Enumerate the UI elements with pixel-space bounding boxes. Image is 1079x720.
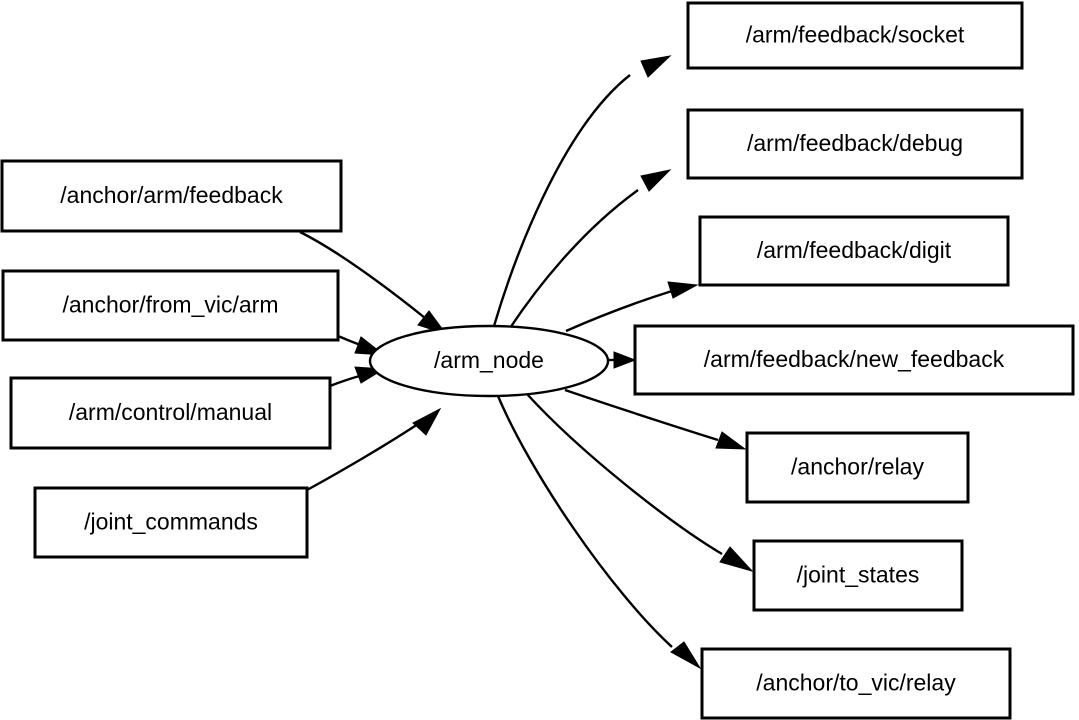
subscriber-topic-label: /joint_states [797, 562, 920, 588]
subscriber-topic-box[interactable] [698, 215, 1010, 287]
subscriber-topic-box[interactable] [700, 647, 1012, 720]
subscriber-topic-2[interactable]: /arm/feedback/digit [698, 215, 1010, 287]
arm-node-label: /arm_node [434, 347, 544, 373]
subscriber-topic-1[interactable]: /arm/feedback/debug [686, 108, 1024, 180]
arrowhead-icon [719, 546, 754, 572]
outgoing-edge-line [565, 289, 673, 333]
subscriber-topic-box[interactable] [752, 539, 964, 612]
subscriber-topic-label: /arm/feedback/new_feedback [704, 346, 1005, 372]
subscriber-topic-4[interactable]: /anchor/relay [745, 431, 970, 504]
outgoing-edge-0 [492, 55, 672, 327]
subscriber-topic-label: /arm/feedback/debug [747, 130, 963, 156]
subscriber-topic-label: /arm/feedback/socket [746, 22, 965, 48]
outgoing-edge-line [492, 74, 631, 327]
publisher-topic-label: /anchor/arm/feedback [60, 182, 283, 208]
subscriber-topic-0[interactable]: /arm/feedback/socket [686, 1, 1024, 70]
subscriber-topic-group: /arm/feedback/socket/arm/feedback/debug /… [633, 1, 1075, 720]
arrowhead-icon [715, 431, 747, 450]
publisher-topic-label: /anchor/from_vic/arm [62, 292, 278, 318]
outgoing-edge-5 [526, 393, 754, 572]
subscriber-topic-box[interactable] [745, 431, 970, 504]
outgoing-edge-line [564, 388, 719, 442]
outgoing-edge-2 [565, 281, 699, 333]
arrowhead-icon [640, 169, 672, 192]
subscriber-topic-3[interactable]: /arm/feedback/new_feedback [633, 324, 1075, 396]
incoming-edge-3 [306, 407, 442, 492]
arrowhead-icon [670, 641, 702, 670]
publisher-topic-box[interactable] [0, 159, 343, 233]
arrowhead-icon [640, 55, 672, 78]
subscriber-topic-box[interactable] [633, 324, 1075, 396]
outgoing-edge-1 [509, 169, 672, 329]
subscriber-topic-label: /anchor/relay [791, 454, 924, 480]
publisher-topic-0[interactable]: /anchor/arm/feedback [0, 159, 343, 233]
publisher-topic-label: /joint_commands [84, 509, 258, 535]
subscriber-topic-box[interactable] [686, 1, 1024, 70]
incoming-edge-line [329, 373, 364, 388]
center-node-group[interactable]: /arm_node [368, 324, 610, 398]
publisher-topic-box[interactable] [1, 269, 340, 342]
outgoing-edge-line [509, 189, 639, 329]
outgoing-edge-line [496, 395, 673, 648]
arrowhead-icon [412, 407, 442, 436]
publisher-topic-2[interactable]: /arm/control/manual [9, 376, 332, 450]
publisher-topic-label: /arm/control/manual [69, 399, 272, 425]
publisher-topic-1[interactable]: /anchor/from_vic/arm [1, 269, 340, 342]
arrowhead-icon [667, 281, 699, 299]
arrowhead-icon [613, 351, 637, 369]
subscriber-topic-box[interactable] [686, 108, 1024, 180]
arm-node-ellipse[interactable] [368, 324, 610, 398]
subscriber-topic-label: /anchor/to_vic/relay [756, 670, 956, 696]
subscriber-topic-6[interactable]: /anchor/to_vic/relay [700, 647, 1012, 720]
outgoing-edge-line [526, 393, 723, 556]
incoming-edge-line [299, 230, 426, 319]
subscriber-topic-label: /arm/feedback/digit [757, 237, 952, 263]
incoming-edge-line [306, 421, 422, 492]
subscriber-topic-5[interactable]: /joint_states [752, 539, 964, 612]
publisher-topic-box[interactable] [9, 376, 332, 450]
publisher-topic-group: /anchor/arm/feedback/anchor/from_vic/arm… [0, 159, 343, 559]
outgoing-edge-3 [608, 351, 637, 369]
outgoing-edge-4 [564, 388, 747, 450]
outgoing-edge-group [492, 55, 754, 670]
outgoing-edge-6 [496, 395, 702, 670]
publisher-topic-3[interactable]: /joint_commands [33, 486, 309, 559]
publisher-topic-box[interactable] [33, 486, 309, 559]
